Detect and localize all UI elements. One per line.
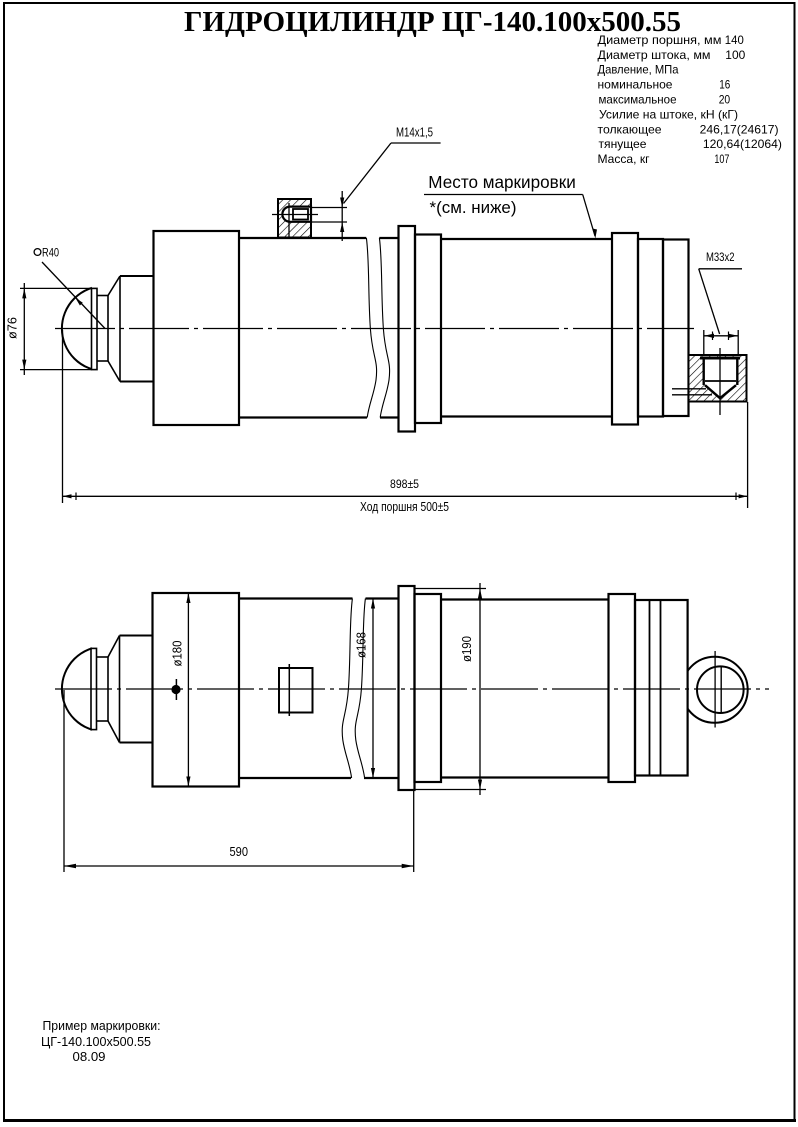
svg-text:246,17(24617): 246,17(24617)	[700, 122, 779, 136]
svg-text:тянущее: тянущее	[599, 137, 647, 151]
svg-text:Масса, кг: Масса, кг	[598, 152, 651, 166]
svg-text:107: 107	[714, 152, 729, 166]
svg-text:590: 590	[230, 845, 249, 859]
svg-text:140: 140	[725, 33, 744, 47]
svg-text:ø180: ø180	[170, 641, 185, 667]
svg-text:ø190: ø190	[459, 636, 474, 662]
svg-text:ø168: ø168	[354, 632, 369, 658]
svg-text:Ход поршня 500±5: Ход поршня 500±5	[360, 500, 449, 514]
svg-text:20: 20	[719, 93, 731, 107]
svg-text:номинальное: номинальное	[598, 78, 673, 92]
svg-text:Давление, МПа: Давление, МПа	[598, 63, 679, 77]
svg-text:100: 100	[725, 48, 745, 62]
svg-text:Место маркировки: Место маркировки	[428, 172, 576, 192]
svg-text:Диаметр поршня, мм: Диаметр поршня, мм	[598, 33, 722, 47]
svg-text:ø76: ø76	[5, 317, 20, 339]
svg-text:120,64(12064): 120,64(12064)	[703, 137, 782, 151]
svg-text:Усилие на штоке, кН (кГ): Усилие на штоке, кН (кГ)	[599, 107, 738, 121]
svg-text:толкающее: толкающее	[598, 122, 662, 136]
svg-text:М14х1,5: М14х1,5	[396, 126, 433, 140]
svg-text:Диаметр штока, мм: Диаметр штока, мм	[598, 48, 711, 62]
svg-text:ЦГ-140.100х500.55: ЦГ-140.100х500.55	[41, 1034, 151, 1049]
svg-text:Пример маркировки:: Пример маркировки:	[43, 1018, 161, 1033]
svg-text:максимальное: максимальное	[599, 93, 677, 107]
svg-text:М33х2: М33х2	[706, 250, 735, 264]
svg-text:16: 16	[719, 78, 730, 92]
svg-text:898±5: 898±5	[390, 477, 419, 491]
svg-text:R40: R40	[42, 246, 59, 260]
svg-text:ГИДРОЦИЛИНДР ЦГ-140.100х500.55: ГИДРОЦИЛИНДР ЦГ-140.100х500.55	[184, 7, 681, 38]
svg-text:08.09: 08.09	[73, 1049, 106, 1064]
svg-text:*(см. ниже): *(см. ниже)	[430, 199, 517, 217]
